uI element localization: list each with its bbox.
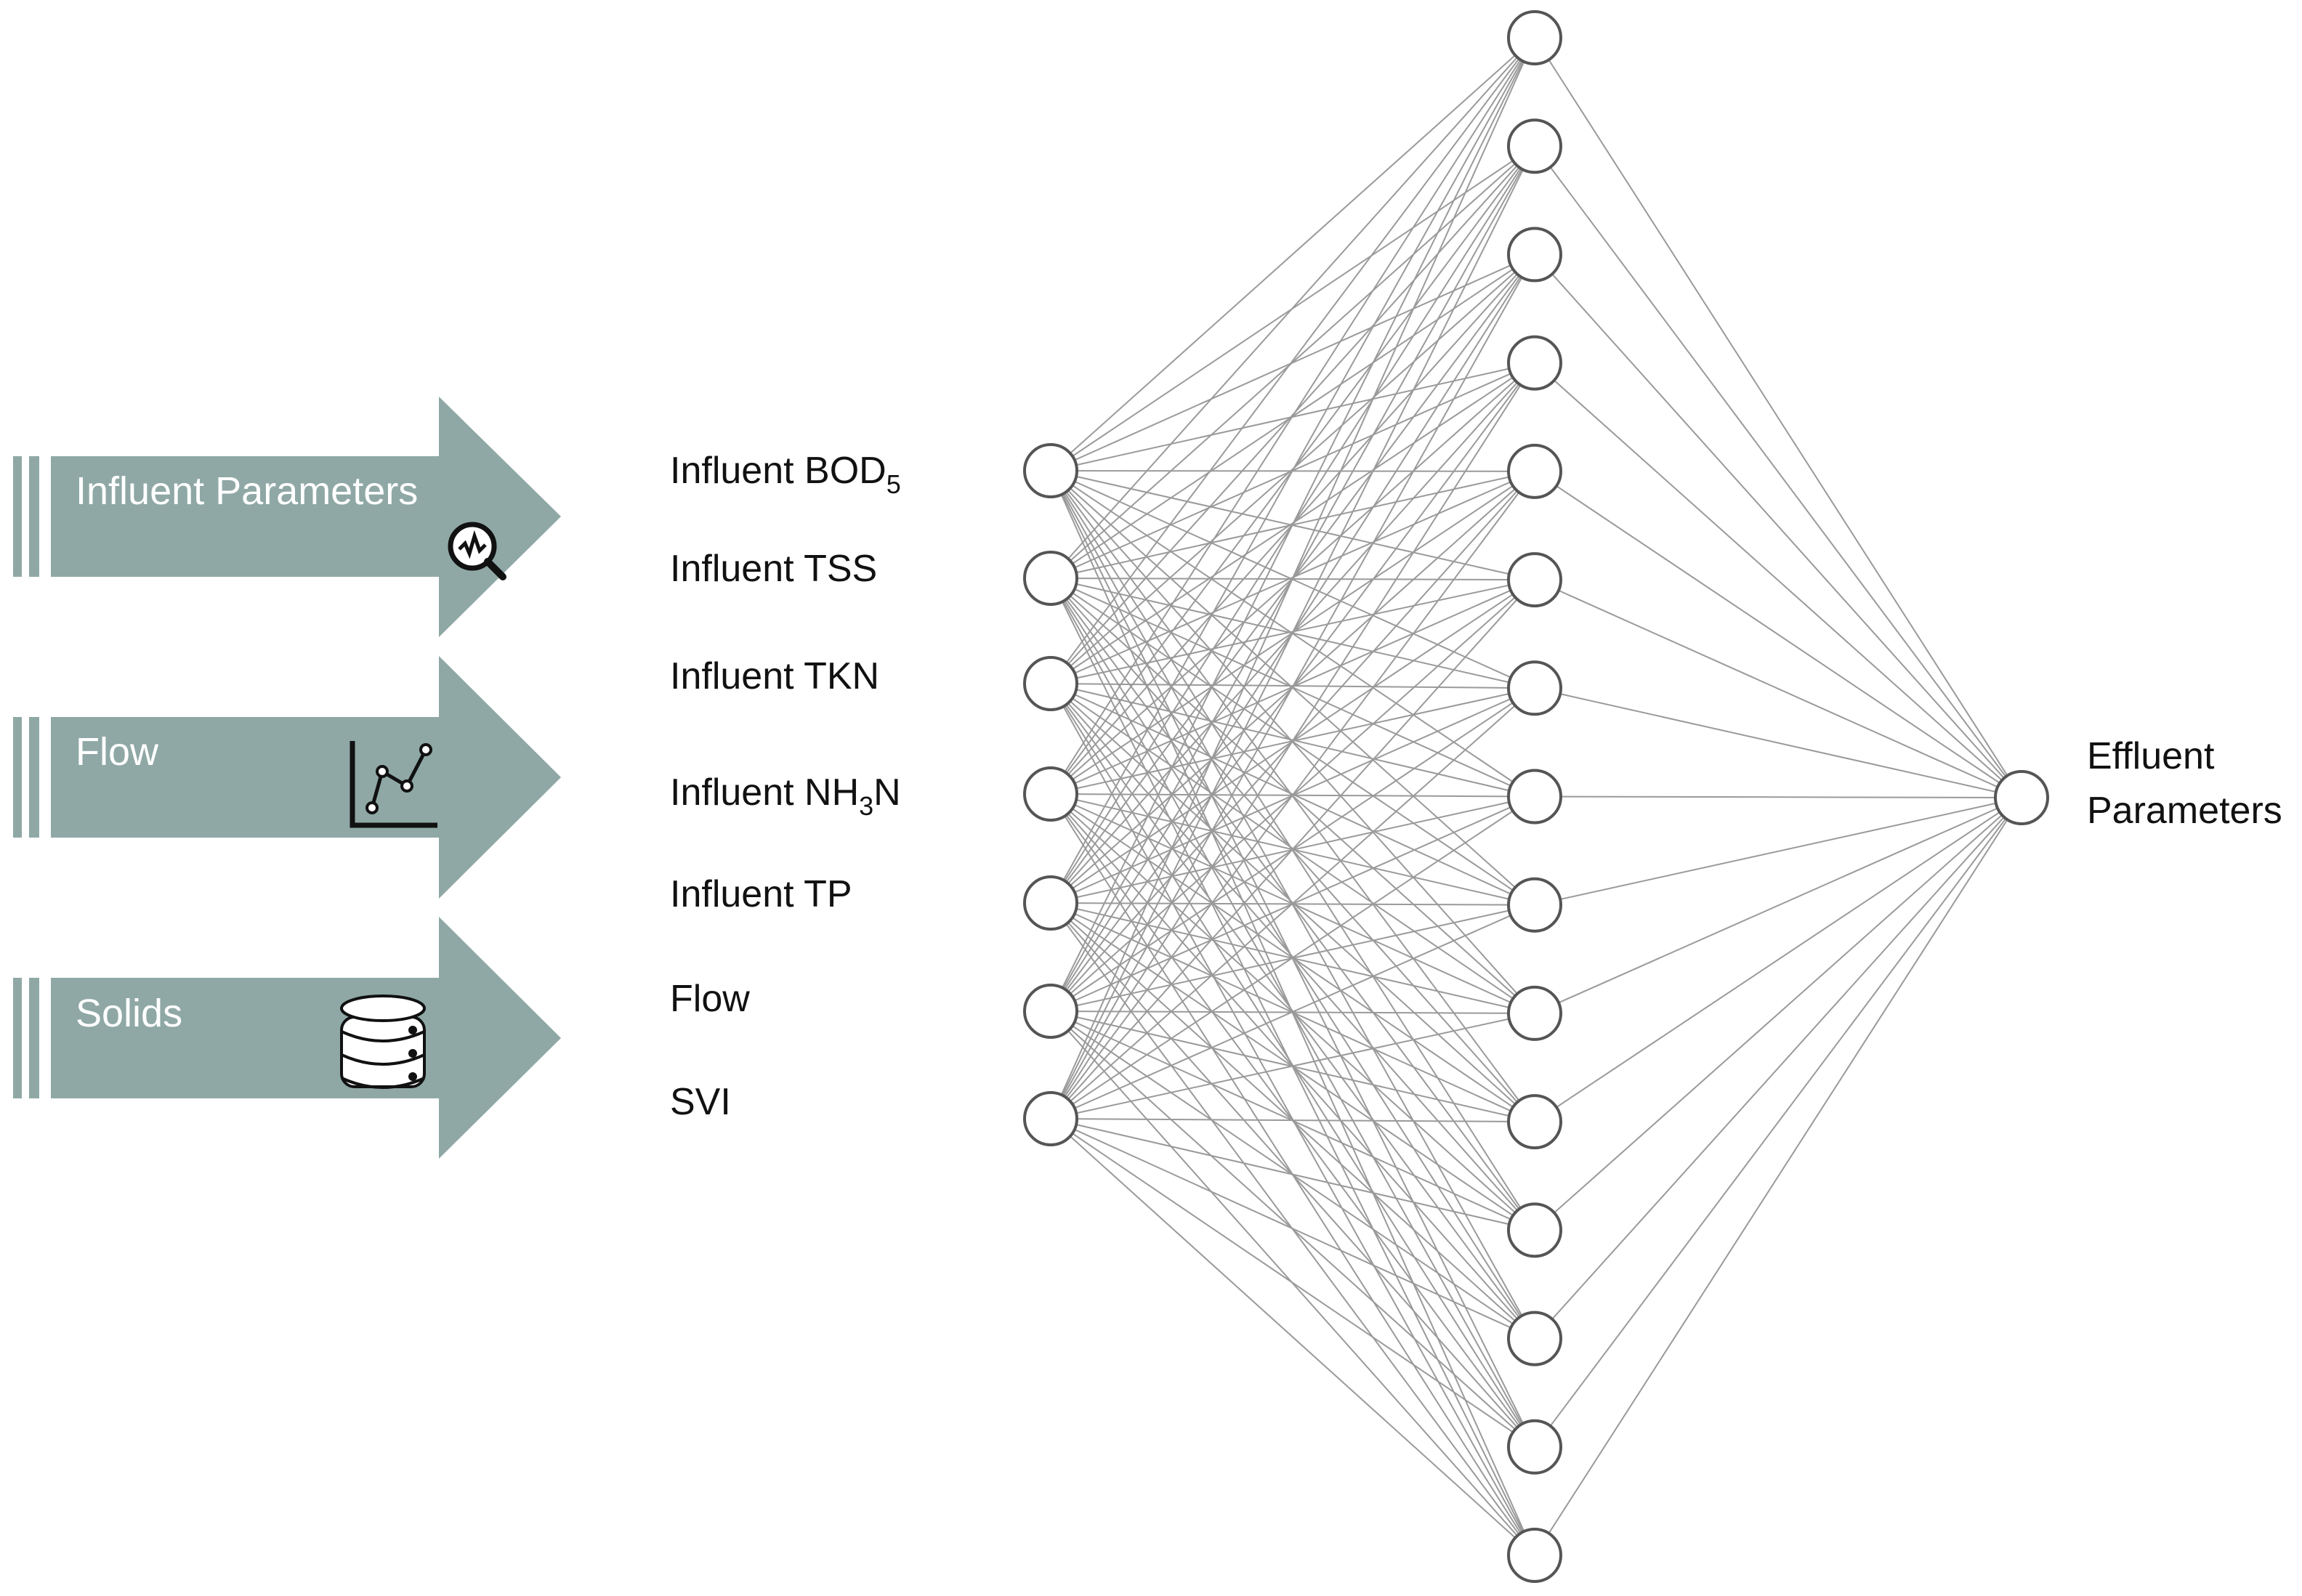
input-node — [1023, 984, 1078, 1039]
input-node — [1023, 443, 1078, 498]
hidden-node — [1507, 877, 1562, 933]
network-nodes — [1023, 10, 2049, 1583]
input-labels: Influent BOD5 Influent TSS Influent TKN … — [670, 450, 901, 1123]
hidden-node — [1507, 1528, 1562, 1583]
solids-arrow: Solids — [13, 917, 561, 1159]
input-node — [1023, 875, 1078, 931]
connection-line — [1534, 797, 2022, 906]
connection-line — [1534, 797, 2022, 1014]
output-label-line1: Effluent — [2087, 735, 2215, 777]
hidden-node — [1507, 1094, 1562, 1150]
arrow-label: Flow — [76, 730, 159, 774]
hidden-node — [1507, 335, 1562, 391]
arrow-stripe — [29, 978, 39, 1098]
input-label-tss: Influent TSS — [670, 548, 877, 590]
connection-line — [1050, 37, 1535, 684]
arrow-stripe — [29, 717, 39, 838]
connection-line — [1050, 904, 1535, 1119]
connection-line — [1050, 37, 1535, 579]
input-node — [1023, 1091, 1078, 1146]
hidden-node — [1507, 1311, 1562, 1366]
connection-line — [1050, 1012, 1535, 1119]
output-node — [1994, 770, 2049, 825]
line-chart-icon — [350, 741, 437, 828]
connection-line — [1050, 37, 1535, 1012]
hidden-node — [1507, 1202, 1562, 1258]
connection-line — [1534, 797, 2022, 1231]
connection-lines — [1050, 37, 2022, 1556]
arrow-label: Influent Parameters — [76, 469, 418, 513]
input-label-tp: Influent TP — [670, 873, 852, 915]
flow-arrow: Flow — [13, 656, 561, 899]
input-label-tkn: Influent TKN — [670, 655, 879, 697]
connection-line — [1534, 37, 2022, 798]
hidden-node — [1507, 1419, 1562, 1475]
arrow-stripe — [13, 978, 22, 1098]
hidden-node — [1507, 985, 1562, 1041]
connection-line — [1050, 362, 1535, 1119]
connection-line — [1050, 37, 1535, 904]
input-node — [1023, 551, 1078, 606]
connection-line — [1534, 797, 2022, 1448]
connection-line — [1050, 1118, 1535, 1340]
database-icon — [340, 995, 426, 1089]
hidden-node — [1507, 10, 1562, 65]
arrow-label: Solids — [76, 992, 182, 1035]
arrow-body — [51, 397, 561, 637]
arrow-stripe — [13, 717, 22, 838]
connection-line — [1050, 579, 1535, 1119]
hidden-node — [1507, 552, 1562, 608]
connection-line — [1050, 1118, 1535, 1231]
input-node — [1023, 656, 1078, 711]
connection-line — [1050, 795, 1535, 1119]
connection-line — [1534, 687, 2022, 798]
connection-line — [1534, 471, 2022, 798]
input-label-nh3n: Influent NH3N — [670, 771, 901, 821]
input-node — [1023, 766, 1078, 822]
connection-line — [1050, 1118, 1535, 1123]
connection-line — [1050, 687, 1535, 1119]
hidden-node — [1507, 660, 1562, 716]
arrow-stripe — [13, 456, 22, 577]
output-label-line2: Parameters — [2087, 790, 2282, 832]
connection-line — [1050, 1118, 1535, 1556]
connection-line — [1534, 797, 2022, 1556]
arrow-stripe — [29, 456, 39, 577]
influent-parameters-arrow: Influent Parameters — [13, 397, 561, 637]
connection-line — [1050, 37, 1535, 471]
input-label-bod5: Influent BOD5 — [670, 450, 901, 499]
connection-line — [1050, 254, 1535, 1119]
connection-line — [1050, 145, 1535, 1119]
hidden-node — [1507, 118, 1562, 174]
arrow-body — [51, 656, 561, 899]
connection-line — [1050, 145, 1535, 579]
magnifier-chart-icon — [448, 522, 506, 580]
connection-line — [1050, 37, 1535, 795]
connection-line — [1534, 254, 2022, 798]
connection-line — [1050, 1118, 1535, 1448]
connection-line — [1534, 579, 2022, 798]
hidden-node — [1507, 769, 1562, 825]
connection-line — [1534, 362, 2022, 798]
arrow-body — [51, 917, 561, 1159]
connection-line — [1050, 471, 1535, 1119]
input-label-svi: SVI — [670, 1081, 731, 1123]
hidden-node — [1507, 443, 1562, 499]
output-label: Effluent Parameters — [2087, 735, 2282, 832]
connection-line — [1534, 797, 2022, 1122]
connection-line — [1534, 795, 2022, 798]
connection-line — [1050, 37, 1535, 1119]
hidden-node — [1507, 227, 1562, 283]
connection-line — [1534, 797, 2022, 1340]
connection-line — [1534, 145, 2022, 798]
input-label-flow: Flow — [670, 978, 750, 1020]
